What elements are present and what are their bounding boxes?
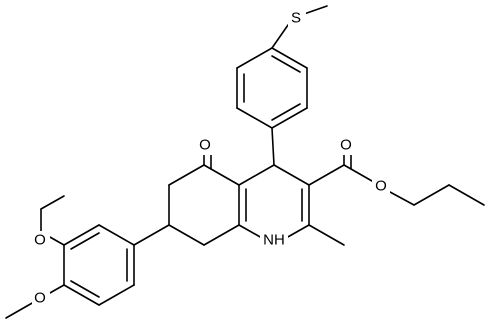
- bond-c7-aryl: [133, 224, 170, 246]
- bond-ring-a-1: [236, 47, 273, 69]
- methoxy-oxygen-upper-label: O: [34, 232, 46, 249]
- sulfur-label: S: [291, 10, 301, 27]
- bond-propyl-1: [413, 184, 450, 206]
- bond-omethoxy-upper-ch3-end: [40, 195, 65, 210]
- bond-ring-b-d1: [70, 232, 100, 250]
- bond-ring-a-d2: [271, 103, 301, 121]
- bond-ring-b-d2: [70, 280, 100, 298]
- bond-c3-carbonyl: [308, 164, 345, 186]
- bond-ring-a-d3: [271, 55, 301, 73]
- bond-c2-methyl: [308, 224, 345, 246]
- ester-ether-oxygen-label: O: [375, 178, 387, 195]
- bond-ring-b-1: [98, 224, 135, 246]
- ester-ether-oxygen-bg: [372, 177, 390, 195]
- bond-c8a-n1: [238, 224, 263, 239]
- bond-ring-b-4: [63, 284, 100, 306]
- ester-carbonyl-oxygen-bg: [337, 137, 355, 155]
- amine-nh-label: NH: [263, 232, 285, 249]
- sulfur-bg: [288, 8, 306, 28]
- bond-c3-c4: [273, 164, 310, 186]
- amine-nh-bg: [260, 230, 288, 248]
- ketone-oxygen-label: O: [199, 137, 211, 154]
- bond-c4a-c5: [203, 164, 240, 186]
- bond-ch3-s: [303, 5, 328, 15]
- atom-labels: S O O O NH O O: [32, 8, 390, 307]
- methoxy-oxygen-upper-bg: [32, 231, 50, 249]
- methoxy-oxygen-lower-label: O: [34, 290, 46, 307]
- methoxy-oxygen-lower-bg: [32, 289, 50, 307]
- bond-ring-b-2: [63, 224, 100, 246]
- bond-ring-b-5: [98, 284, 135, 306]
- bond-oether-ch2: [389, 191, 415, 206]
- bond-lines: [5, 5, 485, 319]
- bond-c5-c6: [168, 164, 205, 186]
- bond-aryl-c4: [271, 127, 275, 166]
- bond-ring-a-6: [271, 47, 308, 69]
- bond-carbonyl-oether: [343, 164, 373, 182]
- bond-ring-a-4: [271, 107, 308, 129]
- bond-c7-c8: [168, 224, 205, 246]
- bond-c4-c4a: [238, 164, 275, 186]
- bond-c8-c8a: [203, 224, 240, 246]
- bond-n1-c2: [285, 224, 310, 239]
- ester-carbonyl-oxygen-label: O: [340, 137, 352, 154]
- bond-s-aryl: [271, 24, 289, 49]
- bond-propyl-2: [448, 184, 485, 206]
- bond-ring-a-3: [236, 107, 273, 129]
- ketone-oxygen-bg: [196, 137, 214, 155]
